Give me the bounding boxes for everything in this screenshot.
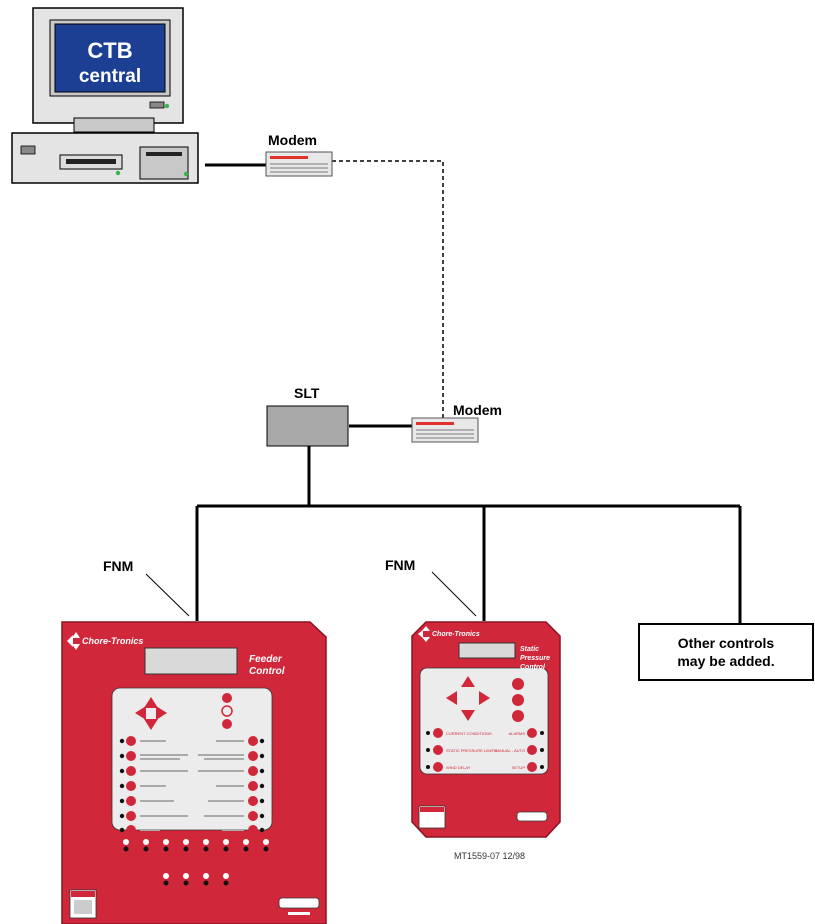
feeder-control-panel [61, 621, 327, 924]
static-btn-wind-delay: WIND DELAY [446, 765, 471, 770]
other-controls-box: Other controls may be added. [638, 623, 814, 681]
static-btn-manual-auto: MANUAL - AUTO [494, 748, 525, 753]
phone-line-dashed [332, 160, 444, 418]
modem-slt-label: Modem [453, 402, 502, 418]
fnm-mid-label: FNM [385, 557, 416, 573]
feeder-title-line2: Control [249, 666, 285, 677]
slt-label: SLT [294, 385, 320, 401]
modem-top-icon [265, 151, 333, 177]
ctb-line1: CTB [87, 38, 132, 63]
feeder-brand: Chore-Tronics [82, 636, 143, 646]
static-btn-current-conditions: CURRENT CONDITIONS [446, 731, 492, 736]
slt-box [266, 405, 349, 447]
static-title-line1: Static [520, 646, 539, 653]
other-controls-line2: may be added. [677, 653, 775, 669]
computer-icon [11, 7, 199, 184]
modem-top-label: Modem [268, 132, 317, 148]
ctb-line2: central [79, 66, 141, 87]
fnm-mid-pointer [431, 571, 477, 617]
static-btn-pressure-limits: STATIC PRESSURE LIMITS [446, 748, 497, 753]
static-btn-setup: SETUP [512, 765, 526, 770]
other-controls-line1: Other controls [677, 635, 775, 651]
figure-caption: MT1559-07 12/98 [454, 851, 526, 861]
static-btn-alarms: ALARMS [509, 731, 526, 736]
modem-slt-icon [411, 417, 479, 443]
static-brand: Chore-Tronics [432, 631, 480, 638]
fnm-left-pointer [145, 573, 190, 617]
static-title-line2: Pressure [520, 655, 550, 662]
static-title-line3: Control [520, 664, 546, 671]
static-pressure-panel [411, 621, 561, 838]
fnm-left-label: FNM [103, 558, 134, 574]
feeder-title-line1: Feeder [249, 654, 283, 665]
